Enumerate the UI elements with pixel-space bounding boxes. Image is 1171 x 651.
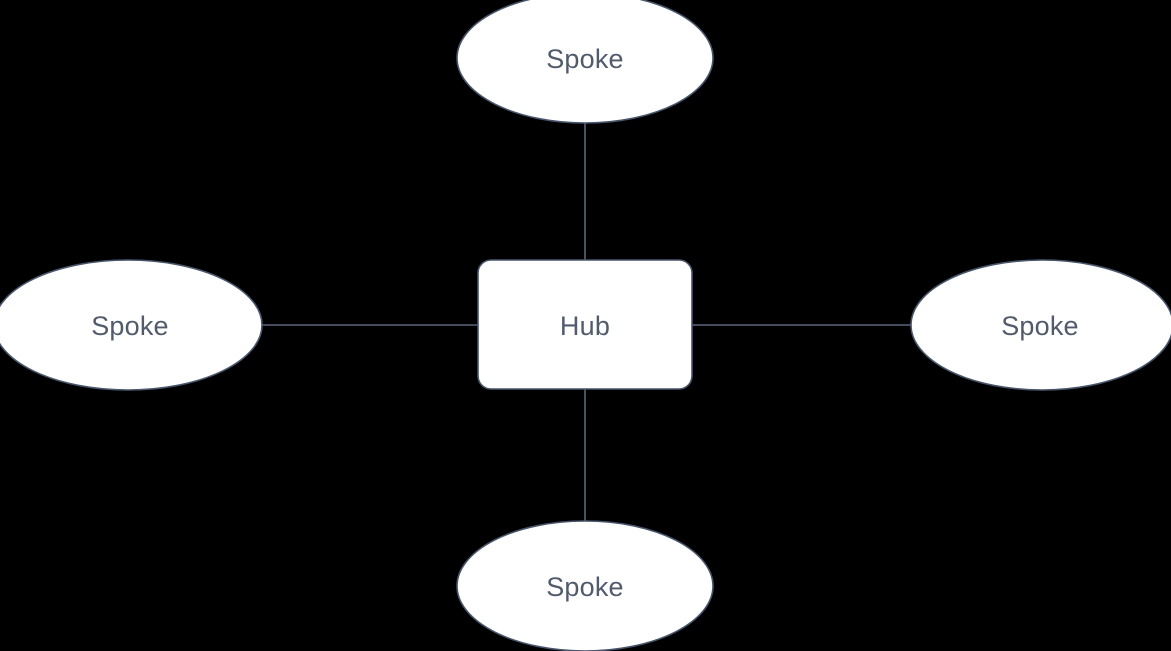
hub-rounded-rect[interactable] [477,259,693,390]
edge-layer [262,123,911,522]
spoke-left-ellipse[interactable] [0,259,263,391]
spoke-right-ellipse[interactable] [910,259,1171,391]
node-hub[interactable]: Hub [477,259,693,390]
node-spoke-bottom[interactable]: Spoke [456,520,714,651]
spoke-bottom-ellipse[interactable] [456,520,714,651]
spoke-left-label: Spoke [91,311,169,341]
spoke-bottom-label: Spoke [546,572,624,602]
spoke-top-ellipse[interactable] [456,0,714,124]
spoke-right-label: Spoke [1001,311,1079,341]
hub-label: Hub [560,311,610,341]
node-spoke-right[interactable]: Spoke [910,259,1171,391]
node-spoke-left[interactable]: Spoke [0,259,263,391]
node-spoke-top[interactable]: Spoke [456,0,714,124]
spoke-top-label: Spoke [546,44,624,74]
